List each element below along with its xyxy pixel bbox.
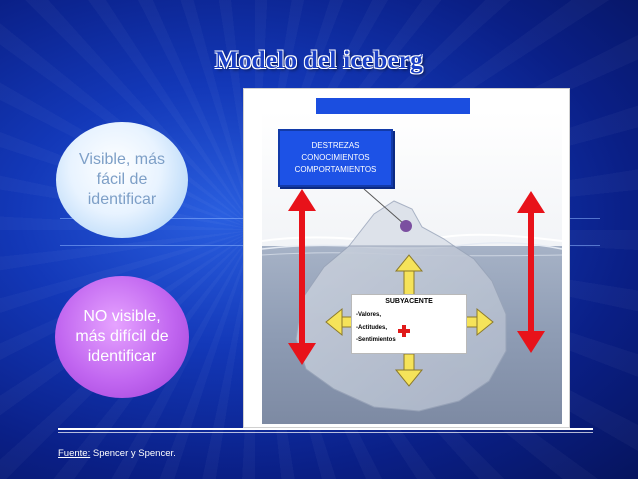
visible-traits-box: DESTREZAS CONOCIMIENTOS COMPORTAMIENTOS — [278, 129, 393, 187]
underlying-heading: SUBYACENTE — [385, 298, 433, 305]
footer-divider — [58, 432, 593, 433]
not-visible-circle: NO visible, más difícil de identificar — [55, 276, 189, 398]
yellow-cross-arrows — [325, 254, 494, 387]
underlying-item: -Valores, — [356, 312, 382, 318]
footer-divider — [58, 428, 593, 430]
source-footer: Fuente: Spencer y Spencer. — [58, 448, 176, 459]
source-text: Spencer y Spencer. — [90, 448, 176, 459]
source-label: Fuente: — [58, 448, 91, 459]
trait-comportamientos: COMPORTAMIENTOS — [294, 165, 377, 174]
left-double-arrow — [288, 189, 316, 365]
right-double-arrow — [517, 191, 545, 353]
underlying-traits-box: SUBYACENTE -Valores, -Actitudes, -Sentim… — [351, 294, 467, 354]
header-bar — [316, 98, 470, 114]
pointer-line — [363, 188, 405, 225]
plus-icon — [398, 325, 410, 337]
visible-label: Visible, más fácil de identificar — [79, 151, 165, 208]
slide-title: Modelo del iceberg — [214, 47, 424, 74]
trait-destrezas: DESTREZAS — [311, 141, 360, 150]
iceberg-panel: DESTREZAS CONOCIMIENTOS COMPORTAMIENTOS … — [243, 88, 570, 428]
visible-circle: Visible, más fácil de identificar — [56, 122, 188, 238]
underlying-item: -Actitudes, — [356, 325, 388, 331]
underlying-item: -Sentimientos — [356, 337, 396, 343]
trait-conocimientos: CONOCIMIENTOS — [301, 153, 370, 162]
not-visible-label: NO visible, más difícil de identificar — [75, 308, 169, 365]
pointer-dot — [400, 220, 412, 232]
